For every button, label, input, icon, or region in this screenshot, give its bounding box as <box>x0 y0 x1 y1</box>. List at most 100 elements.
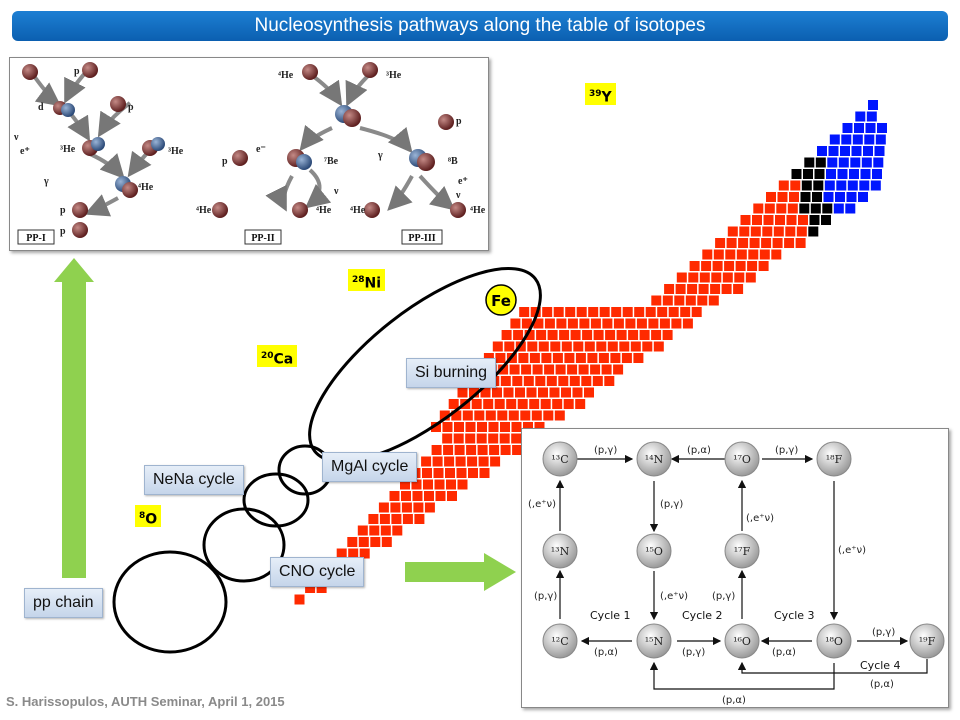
pp-label-p3: p <box>60 205 66 216</box>
isotope-cell <box>662 295 673 306</box>
isotope-cell <box>789 192 799 202</box>
isotope-cell <box>582 330 593 340</box>
isotope-cell <box>590 318 601 329</box>
pp-neutron <box>91 137 105 151</box>
isotope-cell <box>702 249 713 260</box>
isotope-cell <box>511 433 522 444</box>
tag-o: 8O <box>135 505 162 528</box>
cno-node <box>542 441 578 477</box>
isotope-cell <box>526 387 537 398</box>
isotope-cell <box>538 341 549 352</box>
isotope-cell <box>500 445 511 455</box>
pp-label-nu1: ν <box>13 132 19 143</box>
isotope-cell <box>758 261 769 271</box>
isotope-cell <box>636 318 647 329</box>
isotope-cell <box>721 284 732 294</box>
isotope-cell <box>523 422 533 432</box>
isotope-cell <box>370 537 381 547</box>
isotope-cell <box>817 146 827 156</box>
isotope-cell <box>488 433 499 444</box>
isotope-cell <box>753 203 764 214</box>
pp-proton <box>364 202 380 218</box>
rx-18f-18o: (,e⁺ν) <box>838 545 866 556</box>
isotope-cell <box>685 295 696 306</box>
pp-proton <box>232 150 248 166</box>
cno-node-label: ¹⁹F <box>919 635 936 648</box>
isotope-cell <box>836 180 847 191</box>
isotope-cell <box>389 491 400 501</box>
pp-label-he4a: ⁴He <box>138 182 154 193</box>
isotope-cell <box>858 192 868 202</box>
isotope-cell <box>432 456 443 467</box>
isotope-cell <box>529 399 540 409</box>
pp-label-he4c: ⁴He <box>196 205 212 216</box>
cycle-3-label: Cycle 3 <box>774 609 815 622</box>
cycle-4-label: Cycle 4 <box>860 659 901 672</box>
isotope-cell <box>446 479 456 490</box>
isotope-cell <box>445 468 455 478</box>
slide-title: Nucleosynthesis pathways along the table… <box>12 11 948 41</box>
isotope-cell <box>849 169 859 179</box>
isotope-cell <box>733 284 744 294</box>
isotope-cell <box>633 353 644 363</box>
isotope-cell <box>380 525 391 536</box>
isotope-cell <box>671 318 682 329</box>
isotope-cell <box>787 203 798 214</box>
isotope-cell <box>745 272 756 283</box>
isotope-cell <box>561 387 571 398</box>
pp-label-gamma2: γ <box>377 150 383 161</box>
isotope-cell <box>639 330 650 340</box>
isotope-cell <box>859 180 870 191</box>
pp-label-eminus: e⁻ <box>256 144 266 155</box>
isotope-cell <box>576 307 587 317</box>
isotope-cell <box>846 192 857 202</box>
isotope-cell <box>795 238 806 248</box>
isotope-cell <box>778 180 789 191</box>
isotope-cell <box>474 410 485 421</box>
isotope-cell <box>809 215 820 225</box>
isotope-cell <box>682 318 693 329</box>
isotope-cell <box>544 364 555 375</box>
pp-label-nu2: ν <box>333 186 339 197</box>
ellipse-cno <box>202 507 286 583</box>
pp-proton <box>82 62 98 78</box>
isotope-cell <box>808 226 819 237</box>
isotope-cell <box>513 330 524 340</box>
rx-18o-15n: (p,α) <box>772 647 796 658</box>
isotope-cell <box>401 502 412 513</box>
pp-label-eplus1: e⁺ <box>20 146 30 157</box>
isotope-cell <box>465 433 476 444</box>
cno-node-label: ¹³C <box>551 453 568 466</box>
isotope-cell <box>653 341 664 352</box>
isotope-cell <box>550 341 561 352</box>
isotope-cell <box>854 123 864 133</box>
isotope-cell <box>810 203 821 214</box>
isotope-cell <box>494 399 505 409</box>
pp-caption-3: PP-III <box>408 233 435 244</box>
fe-marker <box>485 284 517 316</box>
isotope-cell <box>845 203 856 214</box>
isotope-cell <box>826 169 836 179</box>
rx-17f-17o: (,e⁺ν) <box>746 513 774 524</box>
isotope-cell <box>554 410 565 421</box>
isotope-cell <box>645 307 656 317</box>
isotope-cell <box>785 226 796 237</box>
isotope-cell <box>544 318 555 329</box>
isotope-cell <box>567 364 578 375</box>
rx-19f-16o: (p,α) <box>870 679 894 690</box>
isotope-cell <box>713 249 724 260</box>
isotope-cell <box>590 364 601 375</box>
cno-node-label: ¹⁵O <box>645 545 663 558</box>
isotope-cell <box>477 445 488 455</box>
isotope-cell <box>563 399 574 409</box>
isotope-cell <box>454 422 464 432</box>
isotope-cell <box>536 330 547 340</box>
isotope-cell <box>512 376 523 386</box>
isotope-cell <box>462 410 473 421</box>
pp-label-p1: p <box>74 66 80 77</box>
isotope-cell <box>490 456 501 467</box>
isotope-cell <box>715 238 726 248</box>
isotope-cell <box>533 318 544 329</box>
isotope-cell <box>863 146 873 156</box>
